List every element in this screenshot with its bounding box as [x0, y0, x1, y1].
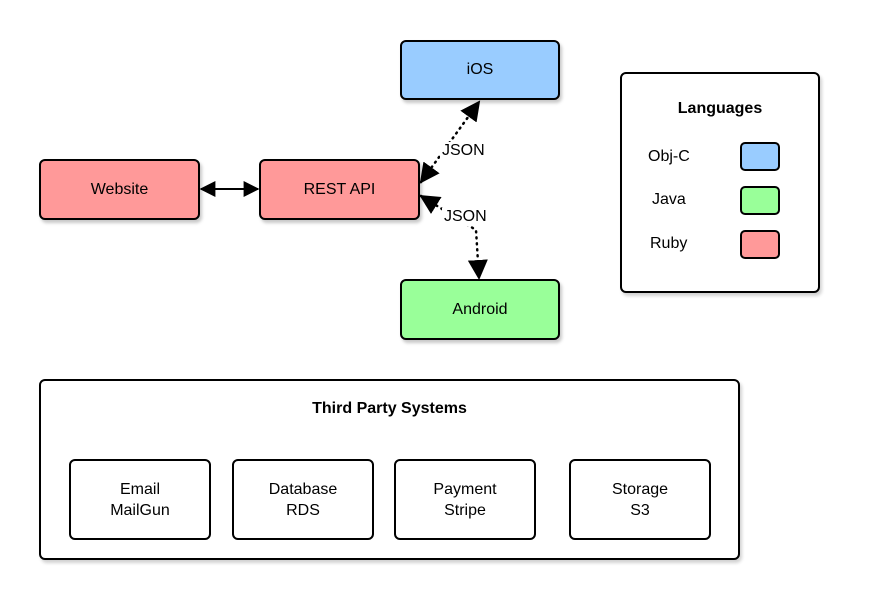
legend-title: Languages	[677, 100, 763, 117]
rest-api-node[interactable]: REST API	[259, 159, 420, 220]
languages-legend: Languages Obj-C Java Ruby	[620, 72, 820, 293]
android-node-label: Android	[452, 300, 508, 318]
rest-api-node-label: REST API	[303, 180, 376, 198]
ios-edge-label: JSON	[440, 142, 487, 160]
android-edge-label: JSON	[442, 208, 489, 226]
rest-api-android-connector	[419, 194, 488, 280]
android-node[interactable]: Android	[400, 279, 560, 340]
legend-swatch-java	[740, 186, 780, 215]
service-email-name: MailGun	[110, 501, 170, 519]
website-node[interactable]: Website	[39, 159, 200, 220]
legend-swatch-ruby	[740, 230, 780, 259]
legend-label-java: Java	[652, 191, 686, 208]
third-party-title: Third Party Systems	[312, 400, 467, 417]
service-payment-type: Payment	[433, 480, 497, 498]
legend-label-objc: Obj-C	[648, 148, 690, 165]
service-email-type: Email	[119, 480, 160, 498]
legend-swatch-objc	[740, 142, 780, 171]
ios-node[interactable]: iOS	[400, 40, 560, 100]
service-email[interactable]: Email MailGun	[69, 459, 211, 540]
service-storage[interactable]: Storage S3	[569, 459, 711, 540]
service-database-name: RDS	[286, 501, 320, 519]
legend-label-ruby: Ruby	[650, 235, 688, 252]
service-payment-name: Stripe	[444, 501, 486, 519]
service-database[interactable]: Database RDS	[232, 459, 374, 540]
ios-node-label: iOS	[466, 61, 494, 78]
service-storage-type: Storage	[611, 480, 669, 498]
website-node-label: Website	[90, 180, 149, 198]
service-storage-name: S3	[630, 501, 650, 519]
service-payment[interactable]: Payment Stripe	[394, 459, 536, 540]
service-database-type: Database	[268, 480, 338, 498]
